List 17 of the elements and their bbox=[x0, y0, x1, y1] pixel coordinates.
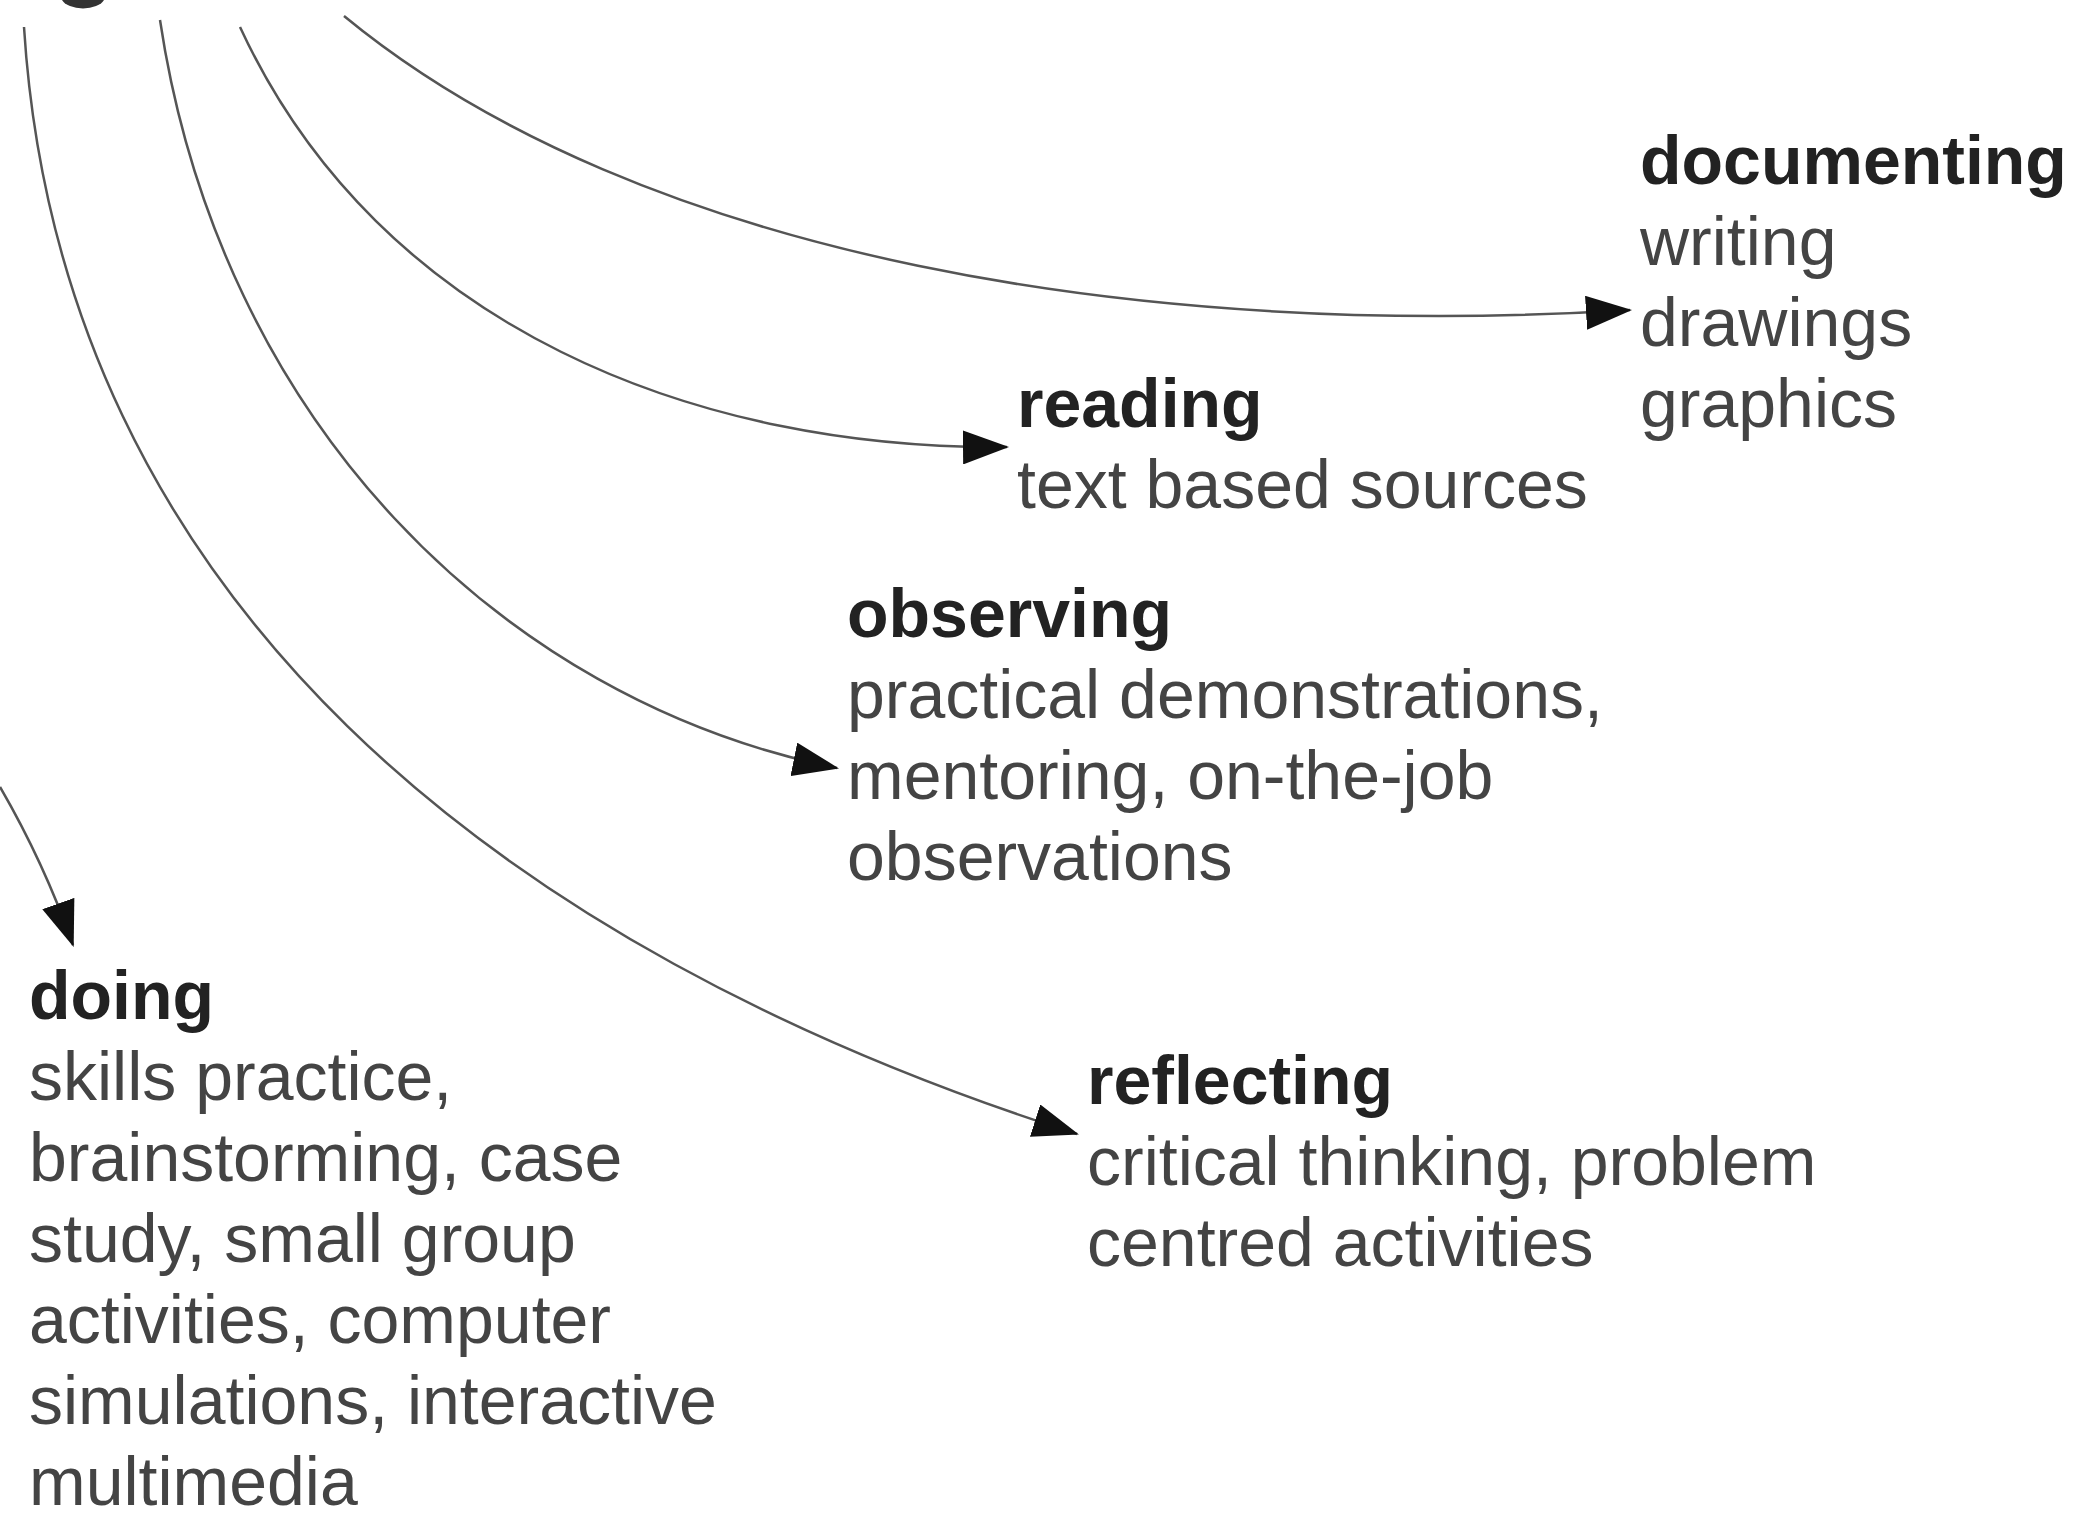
arrow bbox=[22, 26, 1079, 1136]
activity-description: skills practice, brainstorming, case study, small group activities, computer simulations, interactive multimedia bbox=[29, 1037, 718, 1521]
activity-description: critical thinking, problem centred activities bbox=[1087, 1122, 1818, 1282]
activity-description: drawings bbox=[1640, 283, 1914, 362]
arrow bbox=[343, 15, 1632, 329]
activity-description: graphics bbox=[1640, 364, 1899, 443]
activity-description: writing bbox=[1640, 202, 1838, 281]
activity-description: practical demonstrations, mentoring, on-the-job observations bbox=[847, 655, 1604, 896]
activity-heading: observing bbox=[847, 574, 1172, 653]
arrow bbox=[158, 19, 839, 774]
activity-description: text based sources bbox=[1017, 445, 1589, 524]
activity-heading: doing bbox=[29, 956, 215, 1035]
activity-heading: reflecting bbox=[1087, 1041, 1394, 1120]
activity-heading: documenting bbox=[1640, 121, 2067, 200]
arrow bbox=[0, 786, 75, 947]
arrow bbox=[238, 26, 1009, 463]
activity-heading: reading bbox=[1017, 364, 1263, 443]
